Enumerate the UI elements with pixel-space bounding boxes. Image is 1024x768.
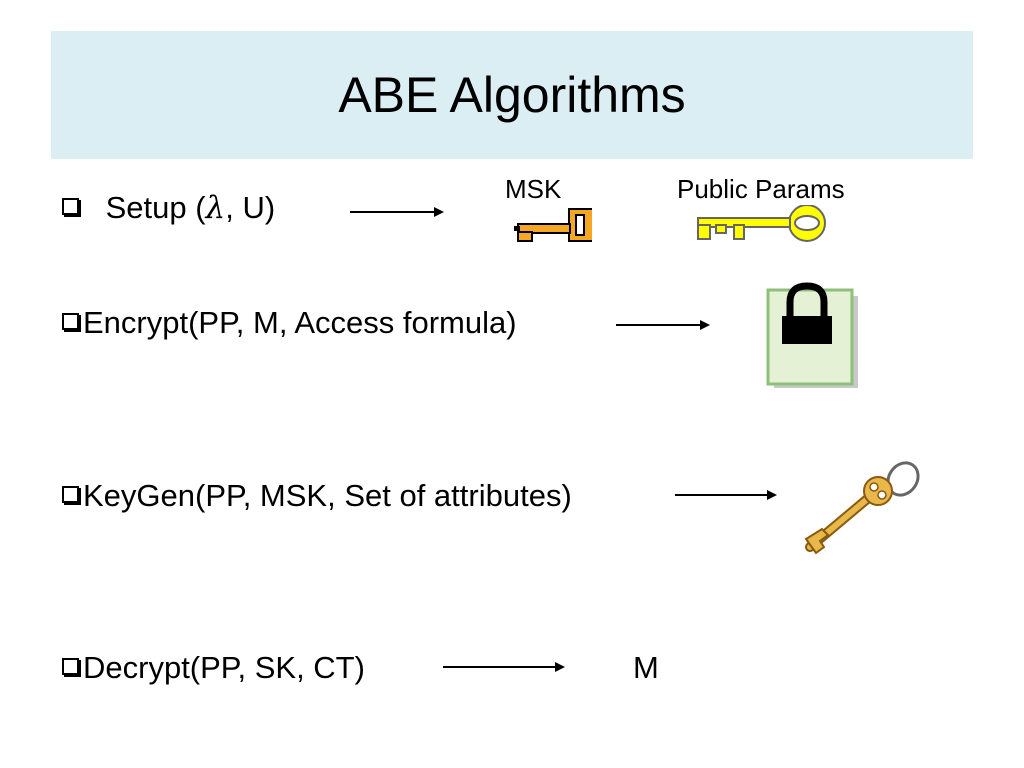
decrypt-row: Decrypt(PP, SK, CT) [62, 650, 365, 686]
keygen-row: KeyGen(PP, MSK, Set of attributes) [62, 478, 572, 514]
msk-label: MSK [505, 174, 562, 204]
checkbox-bullet-icon [62, 486, 79, 504]
checkbox-bullet-icon [62, 658, 79, 676]
encrypt-arrow-icon [616, 320, 710, 330]
message-output: M [633, 650, 659, 685]
setup-row: Setup (λ, U) [62, 190, 275, 226]
public-params-label: Public Params [677, 174, 845, 204]
public-params-key-icon [697, 205, 826, 242]
setup-suffix: , U) [225, 190, 276, 225]
lambda-symbol: λ [205, 190, 226, 226]
keygen-arrow-icon [675, 490, 777, 500]
msk-key-icon [514, 208, 592, 242]
title-bar: ABE Algorithms [51, 31, 973, 159]
setup-prefix: Setup ( [105, 190, 206, 225]
encrypt-row: Encrypt(PP, M, Access formula) [62, 305, 517, 341]
padlock-document-icon [766, 282, 858, 388]
checkbox-bullet-icon [62, 313, 79, 331]
encrypt-text: Encrypt(PP, M, Access formula) [83, 305, 517, 340]
decrypt-text: Decrypt(PP, SK, CT) [83, 650, 365, 685]
slide-title: ABE Algorithms [338, 67, 686, 123]
keygen-text: KeyGen(PP, MSK, Set of attributes) [83, 478, 572, 513]
secret-key-icon [804, 461, 920, 555]
checkbox-bullet-icon [62, 198, 79, 216]
decrypt-arrow-icon [443, 662, 565, 672]
setup-arrow-icon [350, 207, 444, 217]
